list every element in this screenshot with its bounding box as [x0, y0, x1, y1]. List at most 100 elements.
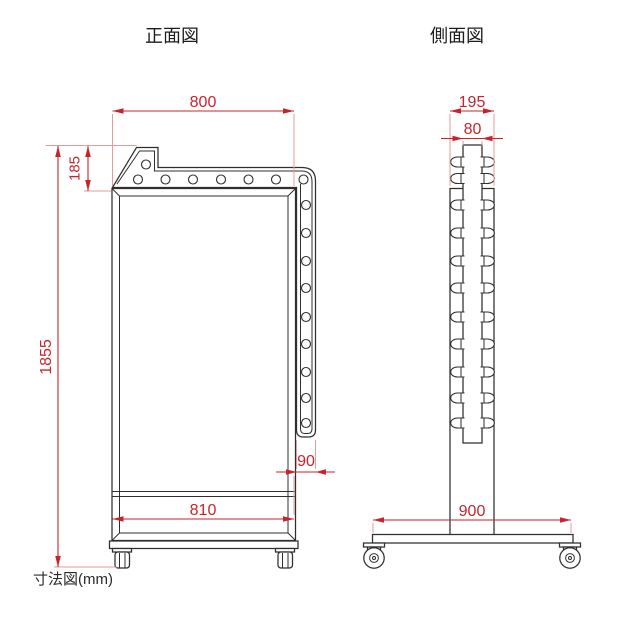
frame-miter-top-left [111, 188, 120, 197]
front-lamp-band [111, 146, 317, 438]
arrowhead [482, 135, 493, 142]
side-panel-column [462, 144, 483, 444]
lamp-bolt-right [480, 156, 495, 168]
lamp-bolt-right [480, 392, 495, 404]
side-post [449, 144, 495, 536]
arrowhead [283, 516, 294, 522]
arrowhead [112, 516, 124, 522]
dimensions: 800 185 1855 90 [38, 94, 572, 568]
lamp-band-outline [111, 146, 317, 438]
lamp-bolt-right [480, 417, 495, 429]
caster-wheel [559, 547, 581, 569]
lamp-bolt-right [480, 311, 495, 323]
arrowhead [450, 108, 461, 114]
caster-hub [565, 553, 575, 563]
arrowhead [283, 108, 294, 114]
arrowhead [452, 135, 463, 142]
lamp-hole [300, 417, 312, 429]
lamp-bolt-left [450, 417, 465, 429]
lamp-bolt-right [480, 227, 495, 239]
side-caster-right [558, 542, 582, 569]
side-view: 側面図 [362, 26, 582, 569]
lamp-bolt-left [450, 338, 465, 350]
arrowhead [112, 108, 124, 114]
lamp-hole [300, 199, 312, 211]
lamp-bolt-left [450, 392, 465, 404]
lamp-bolt-left [450, 311, 465, 323]
lamp-hole [300, 392, 312, 404]
lamp-band-inner-line [116, 150, 313, 434]
arrowhead [85, 180, 91, 191]
side-bolts [450, 156, 495, 429]
arrowhead [55, 556, 61, 567]
lamp-bolt-right [480, 338, 495, 350]
dimension-side-base-900: 900 [372, 503, 572, 533]
front-sign-panel [111, 187, 297, 542]
lamp-bolt-right [480, 172, 495, 185]
lamp-hole [187, 174, 199, 185]
arrowhead [85, 146, 91, 157]
lamp-hole [160, 174, 171, 185]
frame-miter-top-right [287, 188, 296, 197]
dimension-front-band-90: 90 [276, 440, 335, 475]
dimension-label: 800 [190, 94, 217, 111]
footer-units-label: 寸法図(mm) [33, 571, 113, 588]
lamp-bolt-left [450, 282, 465, 294]
lamp-hole [300, 338, 312, 350]
lamp-hole [300, 255, 312, 267]
dimension-front-width-800: 800 [112, 94, 295, 186]
lamp-bolt-right [480, 282, 495, 294]
arrowhead [373, 517, 384, 523]
lamp-bolt-right [480, 255, 495, 267]
lamp-hole [300, 282, 312, 294]
lamp-hole [298, 174, 309, 185]
panel-inner-frame [119, 195, 289, 534]
lamp-bolt-right [480, 199, 495, 211]
front-caster-left [111, 547, 133, 569]
caster-axle [372, 556, 376, 560]
caster-wheel [277, 551, 294, 569]
lamp-hole [215, 174, 227, 185]
caster-wheel [114, 551, 131, 569]
front-side-holes [300, 199, 312, 429]
front-top-holes [132, 159, 309, 185]
caster-wheel [363, 547, 385, 569]
frame-miter-bottom-left [111, 532, 120, 541]
arrowhead [560, 517, 571, 523]
lamp-hole [132, 174, 144, 185]
lamp-hole [300, 227, 312, 239]
arrowhead [315, 469, 326, 475]
side-base [362, 533, 582, 569]
dimension-label: 80 [464, 121, 482, 138]
dimension-side-depth-195: 195 [449, 94, 495, 186]
front-base [108, 540, 299, 569]
front-caster-right [274, 547, 296, 569]
frame-miter-bottom-right [287, 532, 296, 541]
lamp-hole [270, 174, 282, 185]
lamp-hole [243, 174, 254, 185]
caster-axle [568, 556, 572, 560]
arrowhead [286, 469, 297, 475]
dimension-label: 185 [67, 156, 84, 181]
front-base-plate [108, 540, 299, 550]
lamp-bolt-left [450, 227, 465, 239]
lamp-hole [300, 366, 312, 378]
lamp-bolt-left [450, 156, 465, 168]
side-base-plate [371, 533, 574, 544]
panel-outer-frame [111, 187, 297, 542]
front-view: 正面図 [108, 26, 317, 569]
lamp-hole [300, 311, 312, 323]
dimension-label: 195 [459, 94, 486, 111]
dimension-label: 90 [297, 453, 315, 470]
dimension-label: 900 [459, 503, 486, 520]
arrowhead [55, 146, 61, 157]
dimension-front-height-1855: 1855 [38, 146, 117, 568]
arrowhead [483, 108, 494, 114]
side-caster-left [362, 542, 386, 569]
dimension-label: 1855 [38, 339, 55, 375]
caster-hub [369, 553, 379, 563]
dimension-front-base-810: 810 [112, 476, 295, 522]
lamp-bolt-right [480, 366, 495, 378]
